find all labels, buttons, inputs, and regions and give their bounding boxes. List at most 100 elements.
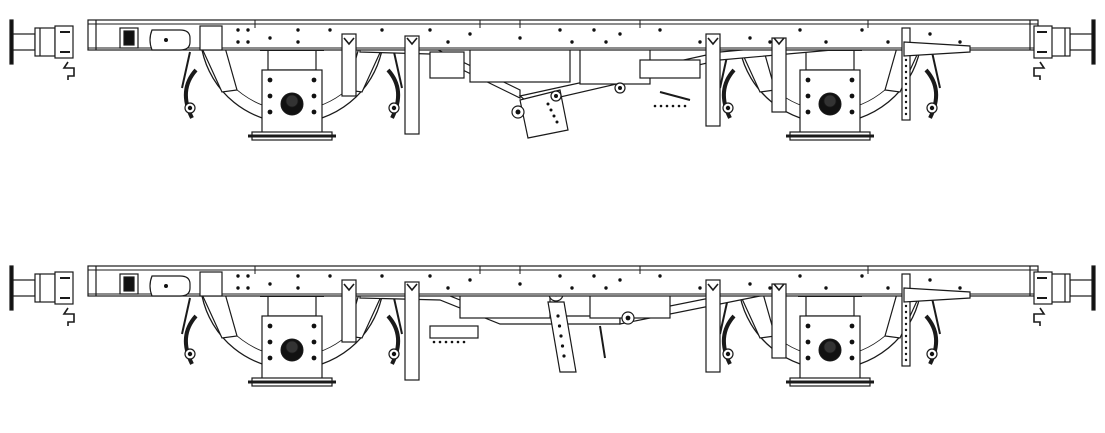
pipe-dot	[904, 310, 908, 314]
chain-link	[432, 340, 436, 344]
adjuster-hole	[557, 324, 562, 328]
axlebox-bolt	[805, 339, 811, 345]
buffer-right	[1033, 265, 1096, 326]
valve-body	[639, 59, 701, 79]
adjuster-hole	[556, 314, 560, 318]
wheelset-left	[181, 285, 403, 387]
lamp-bracket-bolt	[164, 38, 168, 42]
brace-plate	[903, 41, 971, 57]
axlebox-bolt	[311, 77, 317, 83]
brace-plate	[903, 287, 971, 303]
rivet	[518, 36, 522, 40]
axlebox-bolt	[805, 93, 811, 99]
chain-link	[444, 340, 448, 344]
pipe-dot	[904, 70, 908, 74]
rivet	[518, 282, 522, 286]
stanchion	[404, 281, 420, 381]
rivet	[246, 274, 250, 278]
rivet	[604, 40, 608, 44]
rivet	[558, 274, 562, 278]
cylinder-bracket	[429, 51, 465, 79]
coupling-hook	[62, 61, 75, 80]
buffer-shank	[1069, 33, 1093, 51]
chain-link	[438, 340, 442, 344]
vacuum-cylinder	[469, 45, 571, 83]
rivet	[824, 40, 828, 44]
axlebox-bolt	[805, 323, 811, 329]
axlebox-bolt	[849, 77, 855, 83]
rivet	[886, 40, 890, 44]
buffer-right	[1033, 19, 1096, 80]
pipe-dot	[904, 58, 908, 62]
chain-link	[665, 104, 669, 108]
stanchion	[341, 279, 357, 343]
stanchion	[771, 283, 787, 359]
rivet	[236, 286, 240, 290]
rivet	[929, 105, 935, 111]
rivet	[570, 40, 574, 44]
rivet	[725, 351, 731, 357]
adjuster-hole	[559, 334, 563, 338]
view-lower	[9, 265, 1096, 387]
solebar-frame	[87, 265, 1039, 297]
pipe-dot	[904, 304, 908, 308]
axlebox-bolt	[267, 355, 273, 361]
adjuster-hole	[549, 108, 553, 112]
pipe-dot	[904, 76, 908, 80]
buffer-flange	[54, 25, 74, 59]
rivet	[380, 274, 384, 278]
label-plate-inner	[123, 30, 135, 46]
buffer-housing	[1049, 273, 1071, 303]
rivet	[860, 28, 864, 32]
axlebox-bolt	[267, 323, 273, 329]
rivet	[515, 109, 521, 115]
rivet	[268, 282, 272, 286]
axlebox-bolt	[311, 93, 317, 99]
rivet	[928, 278, 932, 282]
rivet	[446, 40, 450, 44]
rivet	[428, 28, 432, 32]
w-iron-plate	[199, 25, 223, 51]
rivet	[296, 274, 300, 278]
hook	[343, 283, 355, 292]
rivet	[570, 286, 574, 290]
view-upper	[9, 19, 1096, 141]
buffer-housing	[34, 27, 56, 57]
rivet	[187, 351, 193, 357]
rivet	[391, 351, 397, 357]
coupling-hook	[1033, 307, 1046, 326]
rivet	[658, 28, 662, 32]
axlebox-bolt	[805, 355, 811, 361]
w-iron-plate	[199, 271, 223, 297]
pipe-dot	[904, 88, 908, 92]
pipe-dot	[904, 334, 908, 338]
axlebox-bolt	[267, 93, 273, 99]
stanchion	[705, 279, 721, 373]
axlebox-bolt	[849, 339, 855, 345]
hook	[343, 37, 355, 46]
buffer-flange	[1033, 25, 1053, 59]
pipe-dot	[904, 106, 908, 110]
stanchion	[341, 33, 357, 97]
rivet	[592, 28, 596, 32]
rivet	[748, 282, 752, 286]
rivet	[625, 315, 631, 321]
rivet	[268, 36, 272, 40]
rivet	[468, 32, 472, 36]
buffer-flange	[1033, 271, 1053, 305]
axle-centre	[823, 94, 837, 108]
axle-centre	[285, 94, 299, 108]
buffer-left	[9, 19, 75, 80]
axle-centre	[823, 340, 837, 354]
rivet	[328, 28, 332, 32]
buffer-shank	[1069, 279, 1093, 297]
bracket-lower	[429, 325, 479, 339]
chain-link	[462, 340, 466, 344]
axlebox-bolt	[849, 93, 855, 99]
wheelset-left	[181, 39, 403, 141]
buffer-left	[9, 265, 75, 326]
axlebox-bolt	[267, 77, 273, 83]
chain-link	[450, 340, 454, 344]
